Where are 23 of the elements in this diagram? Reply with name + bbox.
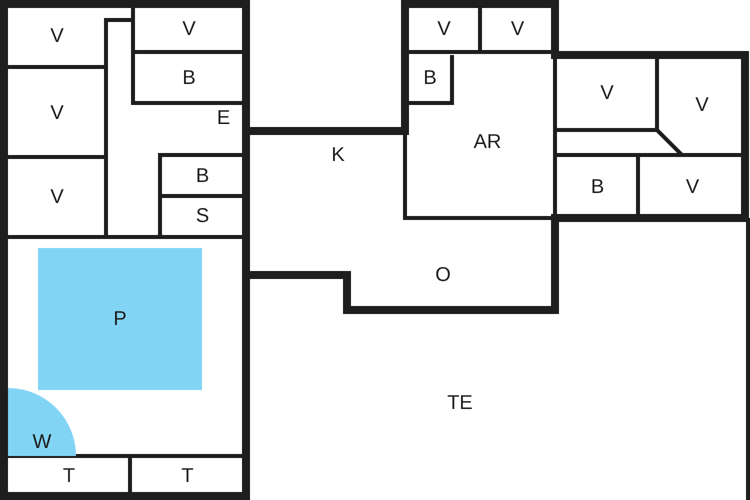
pool: P — [38, 248, 202, 390]
room-label: V — [482, 6, 553, 52]
room-label: T — [8, 458, 130, 494]
room-label: E — [204, 106, 243, 130]
room-label: K — [300, 140, 376, 170]
room-label: V — [8, 159, 106, 235]
room-label: V — [135, 6, 243, 52]
room-label: B — [135, 54, 243, 103]
room-label: O — [400, 260, 486, 290]
room-label: T — [132, 458, 243, 494]
room-label: B — [557, 157, 638, 218]
room-label: B — [162, 157, 243, 196]
room-label: AR — [440, 125, 535, 160]
room-label: TE — [400, 385, 520, 421]
room-label: S — [162, 198, 243, 235]
room-label: B — [408, 54, 452, 103]
room-label: V — [659, 57, 745, 153]
room-label: V — [408, 6, 480, 52]
room-label: V — [8, 69, 106, 157]
quarter-circle-area: W — [8, 388, 76, 456]
room-label: V — [557, 57, 657, 129]
room-label: V — [640, 157, 745, 218]
room-label: V — [8, 6, 106, 67]
